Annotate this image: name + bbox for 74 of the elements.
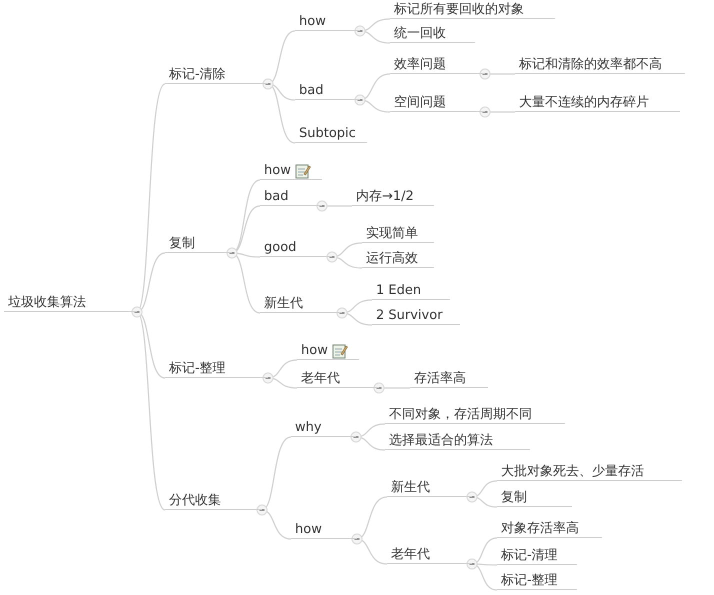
topic-label: 标记-整理 — [501, 572, 558, 589]
topic-node — [390, 93, 485, 112]
topic-node — [297, 341, 359, 360]
topic-node — [390, 24, 475, 43]
topic-label: 大量不连续的内存碎片 — [519, 94, 649, 111]
topic-node — [297, 369, 379, 388]
topic-node — [410, 369, 488, 388]
topic-node — [260, 294, 342, 313]
topic-label: 大批对象死去、少量存活 — [501, 463, 644, 480]
topic-label: 2 Survivor — [376, 307, 443, 324]
topic-node — [390, 55, 485, 74]
topic-label: 垃圾收集算法 — [8, 294, 86, 311]
topic-label: 新生代 — [264, 295, 303, 312]
topic-node — [497, 462, 682, 481]
topic-node — [165, 359, 268, 378]
topic-node — [515, 55, 685, 74]
topic-label: 1 Eden — [376, 282, 422, 299]
topic-node — [291, 418, 356, 437]
topic-label: 新生代 — [391, 479, 430, 496]
topic-label: 复制 — [169, 235, 195, 252]
topic-label: 老年代 — [301, 370, 340, 387]
topic-label: 标记所有要回收的对象 — [394, 1, 524, 18]
topic-label: bad — [264, 188, 288, 205]
topic-label: Subtopic — [299, 125, 356, 142]
topic-label: 存活率高 — [414, 370, 466, 387]
topic-node — [497, 546, 577, 565]
topic-node — [260, 238, 332, 257]
topic-node — [385, 431, 530, 450]
topic-node — [390, 0, 555, 19]
topic-label: how — [264, 162, 291, 179]
topic-node — [260, 187, 322, 206]
topic-node — [295, 12, 360, 31]
topic-node — [387, 478, 472, 497]
topic-label: 老年代 — [391, 546, 430, 563]
topic-node — [372, 281, 450, 300]
topic-node — [165, 234, 232, 253]
topic-label: 统一回收 — [394, 25, 446, 42]
topic-label: 标记-整理 — [169, 360, 226, 377]
topic-node — [4, 293, 137, 312]
topic-label: 分代收集 — [169, 492, 221, 509]
topic-node — [295, 124, 367, 143]
topic-label: 标记和清除的效率都不高 — [519, 56, 662, 73]
topic-label: how — [299, 13, 326, 30]
topic-label: 效率问题 — [394, 56, 446, 73]
topic-node — [362, 224, 434, 243]
topic-node — [352, 187, 434, 206]
topic-node — [295, 81, 360, 100]
topic-label: 不同对象，存活周期不同 — [389, 406, 532, 423]
topic-node — [387, 545, 472, 564]
topic-node — [497, 571, 577, 590]
topic-label: 对象存活率高 — [501, 520, 579, 537]
topic-label: 复制 — [501, 489, 527, 506]
topic-label: 空间问题 — [394, 94, 446, 111]
topic-node — [497, 519, 602, 538]
topic-node — [165, 65, 268, 84]
topic-label: 运行高效 — [366, 250, 418, 267]
topic-label: bad — [299, 82, 324, 99]
topic-node — [260, 161, 322, 180]
topic-label: how — [295, 521, 322, 538]
topic-node — [362, 249, 434, 268]
topic-label: 标记-清除 — [169, 66, 226, 83]
topic-label: 选择最适合的算法 — [389, 432, 493, 449]
topic-node — [497, 488, 572, 507]
topic-label: 标记-清理 — [501, 547, 558, 564]
topic-node — [372, 306, 460, 325]
topic-label: good — [264, 239, 296, 256]
topic-node — [515, 93, 680, 112]
topic-label: 内存→1/2 — [356, 188, 414, 205]
topic-node — [291, 520, 357, 539]
topic-label: why — [295, 419, 322, 436]
topic-node — [385, 405, 565, 424]
topic-node — [165, 491, 262, 510]
topic-label: 实现简单 — [366, 225, 418, 242]
topic-label: how — [301, 342, 328, 359]
